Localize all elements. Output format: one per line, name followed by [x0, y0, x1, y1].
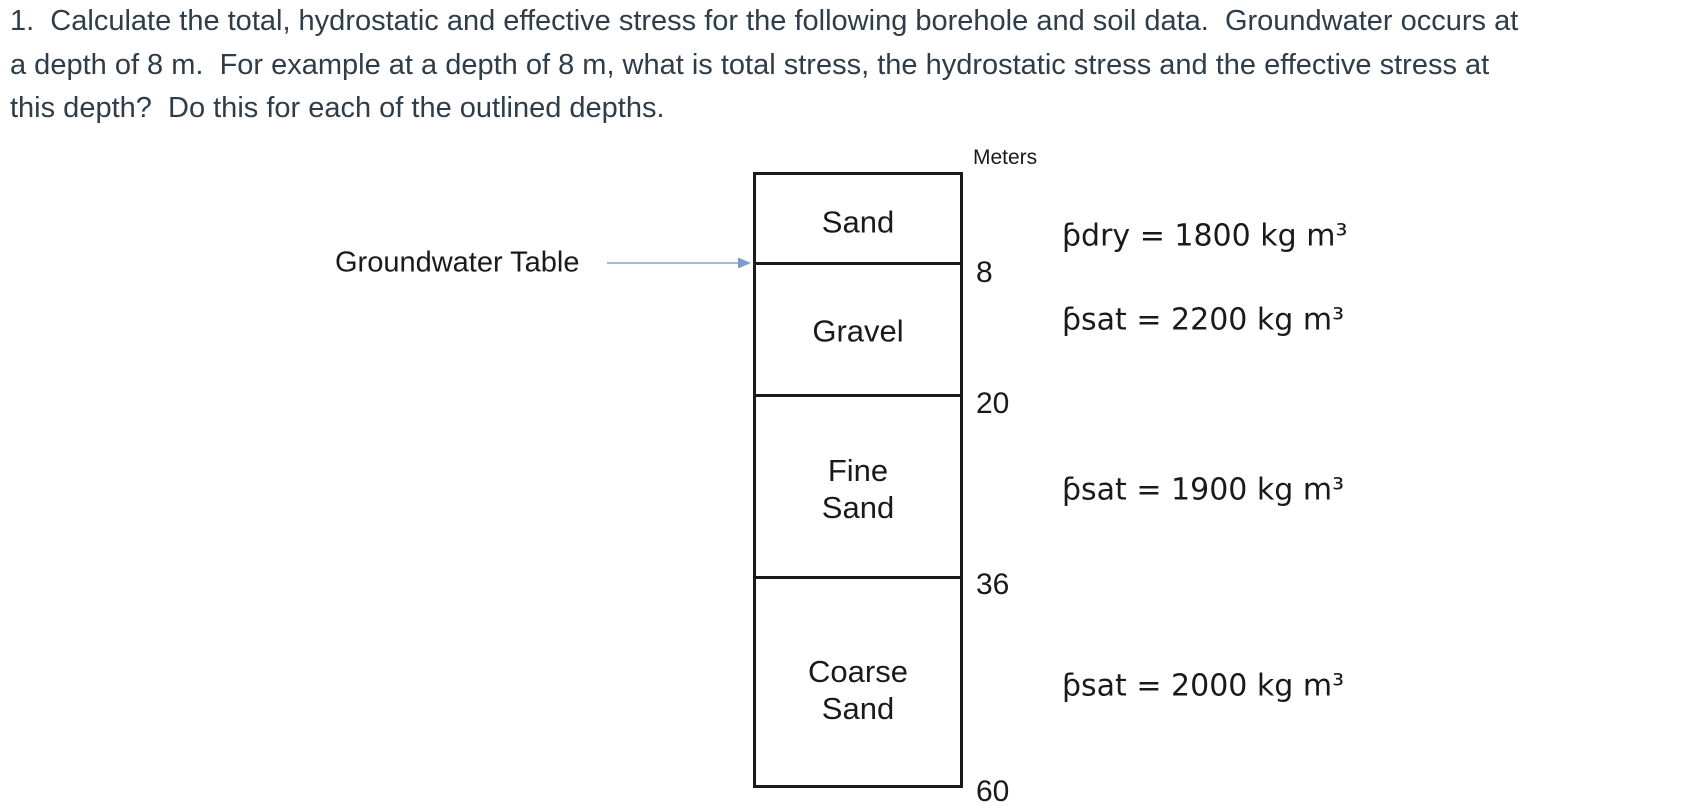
- layer-boundary-8m: [756, 262, 960, 265]
- problem-statement: 1. Calculate the total, hydrostatic and …: [10, 0, 1518, 131]
- layer-label-gravel: Gravel: [756, 313, 960, 350]
- borehole-box: Sand Gravel Fine Sand Coarse Sand: [753, 172, 963, 788]
- layer-label-sand-text: Sand: [821, 204, 895, 240]
- depth-label-20m: 20: [976, 387, 1010, 420]
- density-label-fine-sand: ƥsat = 1900 kg m³: [1062, 472, 1345, 508]
- depth-label-36m: 36: [976, 568, 1010, 601]
- depth-label-8m: 8: [976, 256, 993, 289]
- layer-boundary-20m: [756, 394, 960, 397]
- meters-axis-label: Meters: [973, 146, 1038, 169]
- layer-label-coarse-sand: Coarse Sand: [756, 653, 960, 727]
- layer-boundary-36m: [756, 576, 960, 579]
- problem-line-1: 1. Calculate the total, hydrostatic and …: [10, 5, 1519, 37]
- problem-line-2: a depth of 8 m. For example at a depth o…: [10, 48, 1490, 81]
- density-label-gravel: ƥsat = 2200 kg m³: [1062, 302, 1345, 338]
- layer-label-fine-sand-line2: Sand: [821, 490, 895, 525]
- layer-label-sand: Sand: [756, 204, 960, 241]
- layer-label-gravel-text: Gravel: [812, 313, 904, 349]
- problem-line-3: this depth? Do this for each of the outl…: [10, 92, 665, 124]
- groundwater-arrow-icon: [607, 257, 751, 269]
- layer-label-coarse-sand-line1: Coarse: [808, 654, 908, 689]
- layer-label-fine-sand: Fine Sand: [756, 452, 960, 526]
- groundwater-table-label: Groundwater Table: [335, 246, 580, 279]
- density-label-sand: ƥdry = 1800 kg m³: [1062, 218, 1348, 254]
- layer-label-coarse-sand-line2: Sand: [821, 691, 895, 726]
- density-label-coarse-sand: ƥsat = 2000 kg m³: [1062, 668, 1345, 704]
- depth-label-60m: 60: [976, 775, 1010, 808]
- layer-label-fine-sand-line1: Fine: [827, 453, 889, 488]
